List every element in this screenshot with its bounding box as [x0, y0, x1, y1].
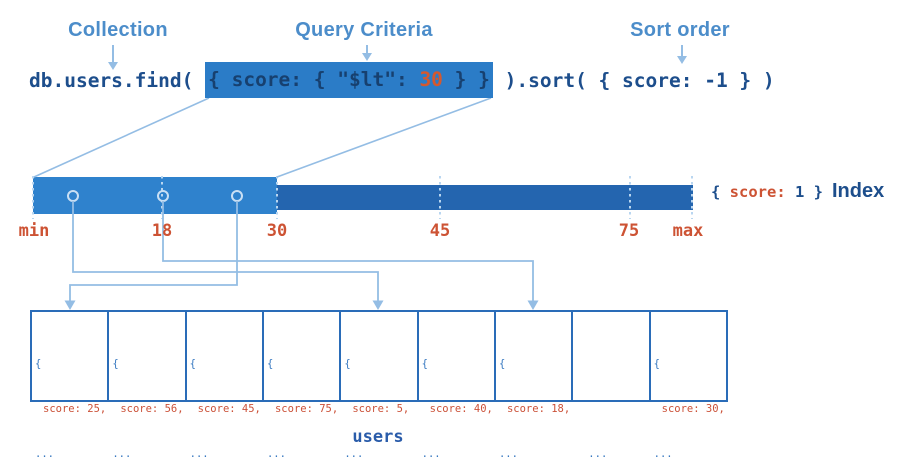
tick-label-30: 30	[266, 221, 288, 241]
index-spec-open: {	[711, 183, 730, 201]
collection-name-label: users	[352, 427, 404, 447]
doc-ellipsis: ...	[588, 448, 608, 460]
doc-open-brace: {	[189, 358, 196, 370]
doc-open-brace: {	[344, 358, 351, 370]
code-prefix: db.users.find(	[29, 68, 206, 92]
criteria-projection-lines	[33, 97, 492, 178]
arrow-down-icon	[372, 300, 384, 310]
doc-ellipsis: ...	[35, 448, 54, 460]
index-word: Index	[832, 180, 885, 202]
doc-open-brace: {	[35, 358, 42, 370]
annotation-arrow-stems	[112, 45, 683, 63]
collection-annotation: Collection	[68, 19, 168, 41]
tick-label-max: max	[672, 221, 704, 241]
tick-label-min: min	[18, 221, 50, 241]
tick-label-18: 18	[151, 221, 173, 241]
tick-label-45: 45	[429, 221, 451, 241]
documents-row: { score: 25, ... } { score: 56, ... } { …	[30, 310, 728, 460]
doc-score-field: score: 45,	[197, 403, 261, 415]
doc-ellipsis: ...	[653, 448, 673, 460]
doc-ellipsis: ...	[112, 448, 132, 460]
arrow-down-icon	[108, 62, 118, 70]
document-box: { score: 30, ... }	[651, 312, 726, 460]
doc-open-brace: {	[112, 358, 119, 370]
document-box-ellipsis: ...	[573, 312, 651, 460]
doc-ellipsis: ...	[266, 448, 286, 460]
document-box: { score: 5, ... }	[341, 312, 419, 460]
doc-score-field	[576, 402, 648, 417]
doc-ellipsis: ...	[344, 448, 364, 460]
index-spec-rest: 1 }	[785, 183, 823, 201]
document-box: { score: 18, ... }	[496, 312, 574, 460]
index-spec-key: score:	[729, 183, 786, 201]
doc-score-field: score: 18,	[506, 403, 571, 415]
doc-open-brace: {	[421, 358, 428, 370]
arrow-down-icon	[362, 53, 372, 61]
query-criteria-annotation: Query Criteria	[295, 19, 433, 41]
arrow-down-icon	[64, 300, 76, 310]
criteria-value: 30	[419, 68, 443, 91]
document-connector-lines	[69, 201, 534, 301]
criteria-text: } }	[442, 68, 490, 91]
doc-ellipsis: ...	[189, 448, 209, 460]
doc-score-field: score: 75,	[274, 403, 339, 415]
doc-open-brace	[576, 357, 648, 372]
doc-score-field: score: 25,	[43, 403, 107, 415]
tick-label-75: 75	[618, 221, 640, 241]
document-box: { score: 75, ... }	[264, 312, 342, 460]
arrow-down-icon	[677, 56, 687, 64]
doc-score-field: score: 5,	[352, 403, 410, 415]
document-box: { score: 25, ... }	[32, 312, 110, 460]
doc-score-field: score: 30,	[661, 403, 725, 415]
index-definition-label: { score: 1 } Index	[711, 180, 884, 203]
query-criteria-box: { score: { "$lt": 30 } }	[205, 62, 493, 98]
doc-ellipsis: ...	[498, 448, 518, 460]
document-box: { score: 40, ... }	[419, 312, 496, 460]
criteria-text: { score: { "$lt":	[208, 68, 420, 91]
document-box: { score: 45, ... }	[187, 312, 264, 460]
index-spec: { score: 1 }	[711, 183, 823, 201]
doc-ellipsis: ...	[421, 448, 441, 460]
doc-open-brace: {	[653, 358, 660, 370]
annotation-arrowheads	[108, 53, 687, 70]
doc-open-brace: {	[498, 358, 506, 370]
document-connector-arrowheads	[64, 300, 539, 310]
arrow-down-icon	[527, 300, 539, 310]
document-box: { score: 56, ... }	[109, 312, 187, 460]
sort-order-annotation: Sort order	[630, 19, 730, 41]
code-suffix: ).sort( { score: -1 } )	[492, 68, 775, 92]
doc-score-field: score: 56,	[120, 403, 184, 415]
doc-open-brace: {	[266, 358, 274, 370]
tick-gridlines	[32, 176, 693, 219]
index-bar-highlight-range	[33, 177, 277, 214]
doc-score-field: score: 40,	[429, 403, 493, 415]
query-code-line: db.users.find( { score: { "$lt": 30 } } …	[29, 62, 775, 98]
